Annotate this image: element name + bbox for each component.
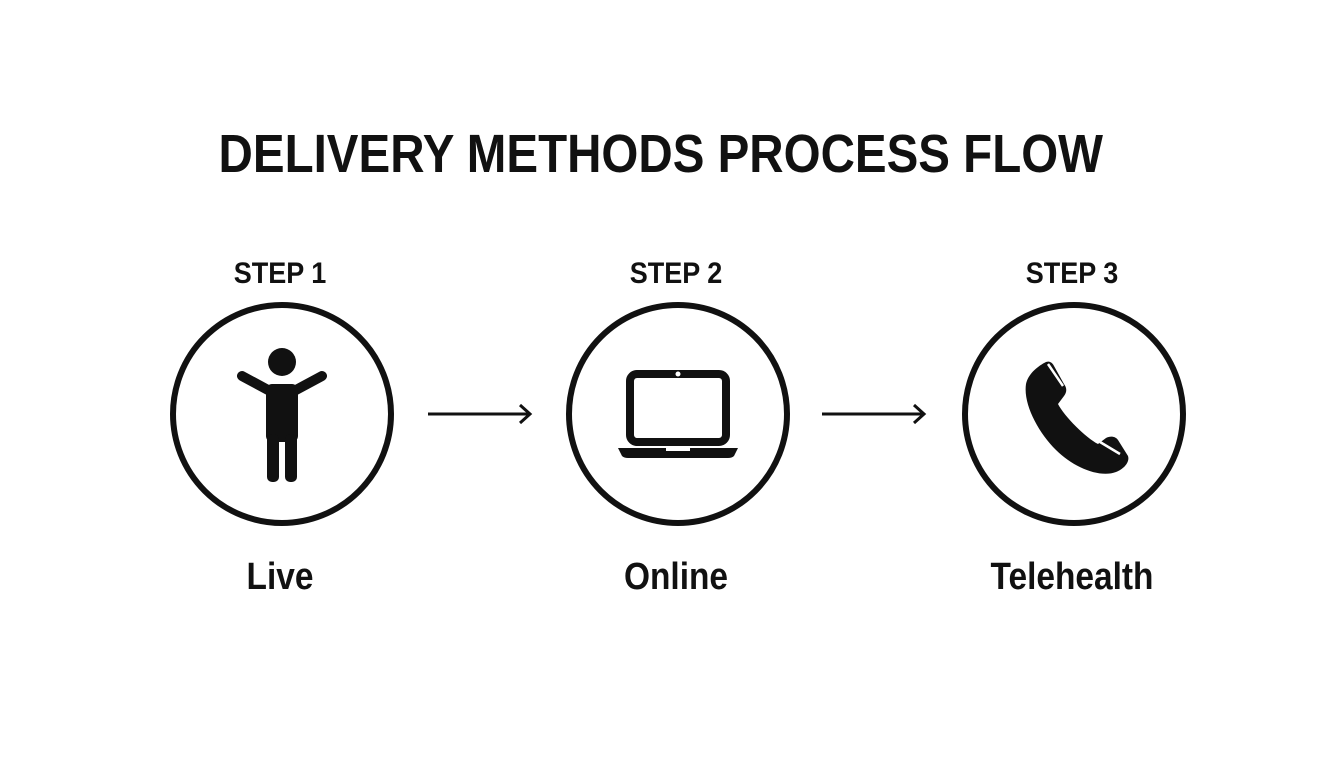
step-2-label: STEP 2 bbox=[629, 257, 723, 290]
diagram-title: DELIVERY METHODS PROCESS FLOW bbox=[218, 124, 1104, 184]
step-3-method: Telehealth bbox=[990, 556, 1154, 598]
step-3: STEP 3 Telehealth bbox=[942, 250, 1202, 610]
arrow-2-to-3 bbox=[822, 403, 927, 425]
step-2-method: Online bbox=[623, 556, 729, 598]
step-1-circle bbox=[170, 302, 394, 526]
step-3-label: STEP 3 bbox=[1025, 257, 1119, 290]
step-1-label: STEP 1 bbox=[233, 257, 327, 290]
step-1-method: Live bbox=[246, 556, 314, 598]
step-2: STEP 2 Online bbox=[546, 250, 806, 610]
step-1: STEP 1 Live bbox=[150, 250, 410, 610]
laptop-icon bbox=[618, 370, 738, 458]
person-icon bbox=[237, 348, 327, 482]
step-2-circle bbox=[566, 302, 790, 526]
arrow-1-to-2 bbox=[428, 403, 533, 425]
phone-icon bbox=[1025, 361, 1129, 474]
step-3-circle bbox=[962, 302, 1186, 526]
